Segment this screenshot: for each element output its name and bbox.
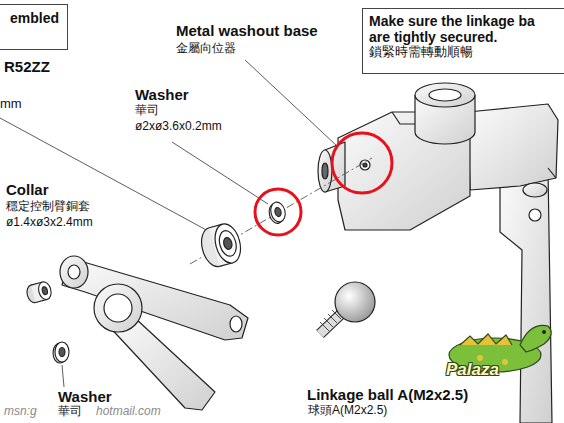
- bearing-part: [211, 221, 245, 266]
- part-note: embled: [10, 10, 59, 26]
- bearing: [198, 221, 245, 269]
- metal-washout-base-part: [415, 83, 475, 107]
- logo-mascot-part: [520, 325, 551, 352]
- washer: [53, 342, 69, 363]
- bearing-part: [222, 237, 233, 251]
- part-name-chinese: 金屬向位器: [176, 42, 236, 56]
- logo-mascot-part: [502, 359, 508, 365]
- linkage-ball-part: [320, 322, 329, 331]
- highlight-circles: [255, 133, 392, 235]
- metal-washout-base-part: [548, 168, 556, 178]
- metal-washout-base-part: [500, 168, 552, 423]
- washer-part: [55, 342, 69, 362]
- control-arm-part: [230, 316, 242, 332]
- dimension: ø2xø3.6x0.2mm: [135, 120, 222, 134]
- metal-washout-base-part: [360, 160, 370, 170]
- part-name: Collar: [6, 181, 49, 198]
- metal-washout-base-part: [529, 209, 541, 221]
- part-name-chinese: 華司: [135, 104, 159, 118]
- leader-lines-part: [62, 365, 64, 387]
- metal-washout-base: [318, 83, 558, 423]
- assembly-note: Make sure the linkage ba are tightly sec…: [369, 13, 545, 45]
- dimension: ø1.4xø3x2.4mm: [6, 216, 93, 230]
- logo-mascot-part: [460, 334, 512, 345]
- metal-washout-base-part: [523, 183, 547, 197]
- control-arm-part: [68, 265, 80, 279]
- linkage-ball-part: [320, 314, 341, 334]
- linkage-ball-part: [335, 282, 375, 322]
- collar-part: [37, 280, 53, 300]
- part-name-chinese: 球頭A(M2x2.5): [308, 404, 387, 418]
- collar: [25, 280, 53, 304]
- part-name-chinese: 穩定控制臂銅套: [6, 200, 90, 214]
- control-arm-part: [60, 256, 88, 288]
- bearing-part: [217, 229, 239, 258]
- washer-part: [269, 201, 288, 224]
- note-box: embled: [0, 4, 68, 50]
- control-arm: [60, 256, 248, 410]
- dimension: mm: [0, 97, 22, 112]
- logo-text: Palaza: [446, 360, 499, 380]
- part-number: R52ZZ: [4, 58, 50, 75]
- washer-part: [59, 348, 65, 357]
- washer: [267, 201, 288, 225]
- metal-washout-base-part: [429, 89, 461, 101]
- metal-washout-base-part: [322, 163, 328, 179]
- part-name: Linkage ball A(M2x2.5): [307, 386, 468, 403]
- highlight-circles-part: [255, 189, 301, 235]
- note-box: Make sure the linkage ba are tightly sec…: [362, 8, 564, 74]
- highlight-circles-part: [332, 133, 392, 193]
- watermark: hotmail.com: [96, 405, 161, 419]
- leader-lines-part: [172, 142, 268, 204]
- leader-lines: [0, 60, 337, 387]
- washer-part: [274, 207, 282, 217]
- linkage-ball-part: [324, 318, 333, 327]
- control-arm-part: [94, 284, 142, 332]
- part-name: Metal washout base: [176, 22, 318, 39]
- linkage-ball-part: [328, 314, 337, 323]
- metal-washout-base-part: [363, 163, 367, 167]
- logo-mascot-part: [542, 330, 546, 334]
- collar-part: [41, 286, 48, 295]
- control-arm-part: [62, 258, 248, 340]
- control-arm-part: [104, 294, 132, 322]
- assembly-note-chinese: 鎖緊時需轉動順暢: [369, 45, 473, 60]
- linkage-ball-part: [320, 314, 341, 334]
- linkage-ball: [320, 282, 375, 334]
- part-name-chinese: 華司: [58, 405, 82, 419]
- watermark: msn:g: [4, 405, 37, 419]
- leader-lines-part: [0, 118, 210, 232]
- leader-lines-part: [245, 60, 337, 146]
- metal-washout-base-part: [468, 104, 558, 190]
- part-name: Washer: [135, 86, 189, 103]
- part-name: Washer: [58, 388, 112, 405]
